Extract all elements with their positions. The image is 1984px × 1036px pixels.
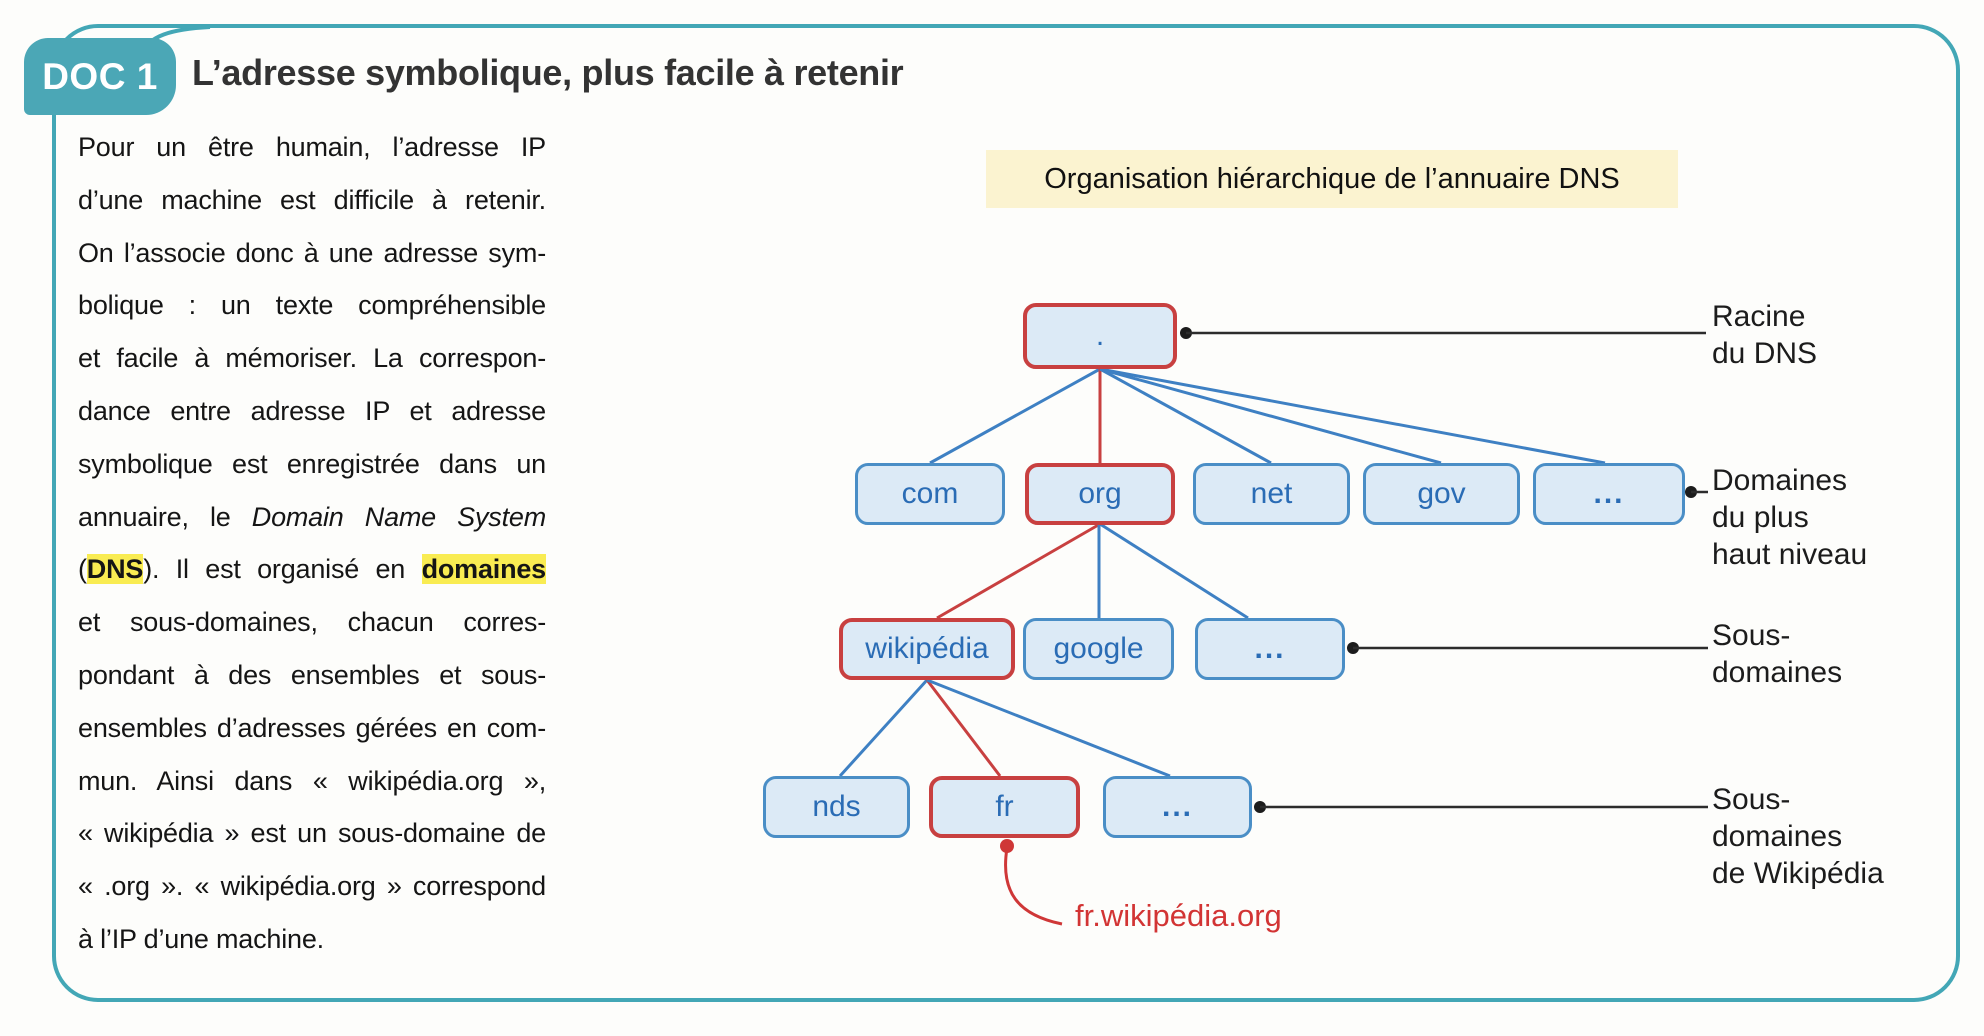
- dns-node-ellipsis-subdomain: ...: [1195, 618, 1345, 680]
- dns-node-ellipsis-subdomain-label: ...: [1254, 632, 1286, 665]
- dns-node-root: .: [1023, 303, 1177, 369]
- paragraph-line: mun. Ainsi dans « wikipédia.org »,: [78, 755, 546, 808]
- text-segment: pondant à des ensembles et sous-: [78, 659, 546, 690]
- paragraph-line: et sous-domaines, chacun corres-: [78, 596, 546, 649]
- dns-node-wikipedia-label: wikipédia: [865, 632, 989, 665]
- side-label-sous-domaines-wikipedia: Sous- domaines de Wikipédia: [1712, 783, 1884, 890]
- text-segment: d’une machine est difficile à retenir.: [78, 184, 546, 215]
- text-segment: « wikipédia » est un sous-domaine de: [78, 818, 546, 849]
- dns-node-com-label: com: [901, 477, 959, 510]
- dns-node-ellipsis-wikipedia-label: ...: [1161, 790, 1193, 823]
- text-segment: et sous-domaines, chacun corres-: [78, 607, 546, 638]
- text-segment: « .org ». « wikipédia.org » correspond: [78, 871, 546, 902]
- paragraph-line: bolique : un texte compréhensible: [78, 279, 546, 332]
- dns-node-wikipedia: wikipédia: [839, 618, 1015, 680]
- page-title: L’adresse symbolique, plus facile à rete…: [192, 52, 904, 93]
- text-segment: ensembles d’adresses gérées en com-: [78, 712, 546, 743]
- paragraph-line: (DNS). Il est organisé en domaines: [78, 543, 546, 596]
- paragraph-line: ensembles d’adresses gérées en com-: [78, 702, 546, 755]
- text-segment: à l’IP d’une machine.: [78, 923, 324, 954]
- dns-node-fr: fr: [929, 776, 1080, 838]
- side-label-sous-domaines: Sous- domaines: [1712, 619, 1843, 689]
- dns-node-net: net: [1193, 463, 1350, 525]
- text-segment: mun. Ainsi dans « wikipédia.org »,: [78, 765, 546, 796]
- paragraph-line: d’une machine est difficile à retenir.: [78, 174, 546, 227]
- dns-node-google: google: [1023, 618, 1174, 680]
- paragraph-line: « .org ». « wikipédia.org » correspond: [78, 860, 546, 913]
- text-segment: Pour un être humain, l’adresse IP: [78, 132, 546, 162]
- text-segment: dance entre adresse IP et adresse: [78, 395, 546, 426]
- doc-badge: DOC 1: [24, 38, 176, 115]
- paragraph-line: « wikipédia » est un sous-domaine de: [78, 807, 546, 860]
- highlighted-term: domaines: [421, 554, 546, 585]
- side-label-domaines-haut-niveau: Domaines du plus haut niveau: [1712, 464, 1868, 571]
- side-label-racine-du-dns: Racine du DNS: [1712, 300, 1818, 370]
- text-segment: symbolique est enregistrée dans un: [78, 448, 546, 479]
- fr-wikipedia-org-annotation: fr.wikipédia.org: [1075, 898, 1282, 933]
- paragraph-line: dance entre adresse IP et adresse: [78, 385, 546, 438]
- text-segment: ). Il est organisé en: [143, 554, 422, 585]
- dns-node-org-label: org: [1078, 477, 1122, 510]
- document-frame: [52, 24, 1960, 1002]
- text-segment: On l’associe donc à une adresse sym-: [78, 237, 546, 268]
- italic-term: Domain Name System: [251, 501, 546, 532]
- dns-node-gov-label: gov: [1417, 477, 1466, 510]
- paragraph-line: annuaire, le Domain Name System: [78, 491, 546, 544]
- dns-node-net-label: net: [1250, 477, 1293, 510]
- paragraph-line: Pour un être humain, l’adresse IP: [78, 121, 546, 174]
- dns-node-ellipsis-tld: ...: [1533, 463, 1685, 525]
- paragraph-line: On l’associe donc à une adresse sym-: [78, 227, 546, 280]
- paragraph-line: à l’IP d’une machine.: [78, 913, 546, 966]
- paragraph-line: et facile à mémoriser. La correspon-: [78, 332, 546, 385]
- paragraph-line: symbolique est enregistrée dans un: [78, 438, 546, 491]
- dns-node-ellipsis-tld-label: ...: [1593, 477, 1625, 510]
- dns-node-com: com: [855, 463, 1005, 525]
- paragraph-line: pondant à des ensembles et sous-: [78, 649, 546, 702]
- dns-node-nds-label: nds: [812, 790, 861, 823]
- doc-badge-label: DOC 1: [42, 55, 158, 97]
- diagram-title: Organisation hiérarchique de l’annuaire …: [986, 150, 1678, 208]
- dns-node-nds: nds: [763, 776, 910, 838]
- highlighted-term: DNS: [86, 554, 144, 585]
- dns-node-org: org: [1025, 463, 1175, 525]
- dns-node-fr-label: fr: [995, 790, 1014, 823]
- dns-node-gov: gov: [1363, 463, 1520, 525]
- text-segment: annuaire, le: [78, 501, 252, 532]
- dns-node-ellipsis-wikipedia: ...: [1103, 776, 1252, 838]
- article-text-block: Pour un être humain, l’adresse IP d’une m…: [78, 121, 546, 966]
- dns-node-google-label: google: [1053, 632, 1144, 665]
- text-segment: (: [78, 554, 87, 585]
- text-segment: bolique : un texte compréhensible: [78, 290, 546, 321]
- text-segment: et facile à mémoriser. La correspon-: [78, 343, 546, 374]
- dns-node-root-label: .: [1095, 319, 1105, 352]
